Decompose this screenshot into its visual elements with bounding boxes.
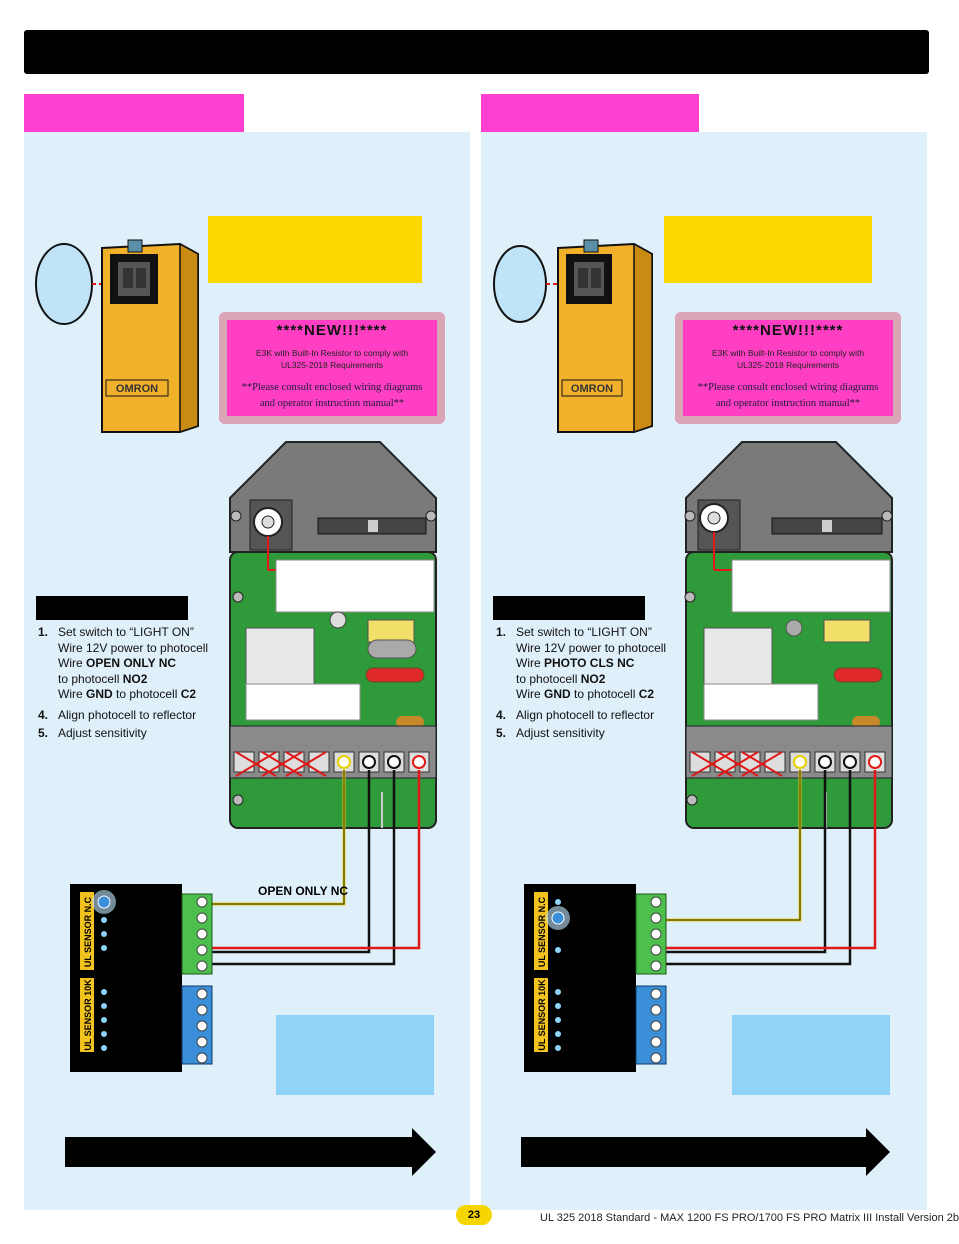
left-next-arrow (65, 1137, 420, 1167)
right-sensor-label-10k: UL SENSOR 10K (537, 979, 547, 1051)
step-text: Set switch to “LIGHT ON” (58, 625, 194, 639)
right-new-sensor-card: ****NEW!!!**** E3K with Built-In Resisto… (675, 312, 901, 424)
page-header-bar (24, 30, 929, 74)
step-text: Wire OPEN ONLY NC (58, 656, 177, 670)
left-wiring (208, 770, 421, 966)
page-footer: UL 325 2018 Standard - MAX 1200 FS PRO/1… (540, 1212, 959, 1224)
right-info-box (732, 1015, 890, 1095)
board-callout-box (275, 559, 435, 613)
card-title: ****NEW!!!**** (276, 322, 388, 339)
step-number: 4. (496, 707, 507, 722)
card-note-2: and operator instruction manual** (715, 398, 861, 409)
card-note-1: **Please consult enclosed wiring diagram… (241, 382, 423, 393)
right-sensor-label-nc: UL SENSOR N.C (537, 896, 547, 968)
step-text: Wire GND to photocell C2 (516, 687, 655, 701)
wire-label-open-only-nc: OPEN ONLY NC (258, 884, 349, 898)
step-text: Wire 12V power to photocell (58, 640, 209, 655)
left-arrow-head-icon (412, 1128, 436, 1176)
right-next-arrow (521, 1137, 871, 1167)
step-text: to photocell NO2 (516, 671, 606, 686)
left-panel-tab (24, 94, 244, 132)
right-photocell-illustration: OMRON (493, 239, 653, 434)
step-text: to photocell NO2 (58, 671, 148, 686)
board-callout-box (731, 559, 891, 613)
terminal-block (233, 751, 430, 773)
right-steps-header (493, 596, 645, 620)
card-line-2: UL325-2018 Requirements (736, 360, 840, 370)
step-text: Adjust sensitivity (58, 726, 147, 740)
step-text: Wire PHOTO CLS NC (516, 656, 635, 670)
left-sensor-label-nc: UL SENSOR N.C (83, 896, 93, 968)
card-line-2: UL325-2018 Requirements (280, 360, 384, 370)
card-line-1: E3K with Built-In Resistor to comply wit… (255, 348, 409, 358)
step-text: Wire 12V power to photocell (516, 640, 667, 655)
left-sensor-label-10k: UL SENSOR 10K (83, 979, 93, 1051)
left-steps-header (36, 596, 188, 620)
photocell-brand-text: OMRON (571, 383, 613, 395)
card-note-1: **Please consult enclosed wiring diagram… (697, 382, 879, 393)
right-steps-list: 1. Set switch to “LIGHT ON” Wire 12V powe… (496, 625, 696, 742)
step-number: 5. (38, 726, 49, 740)
left-control-board (229, 441, 437, 829)
step-text: Align photocell to reflector (516, 707, 655, 722)
right-panel-tab (481, 94, 699, 132)
step-number: 1. (496, 625, 507, 639)
right-arrow-head-icon (866, 1128, 890, 1176)
step-text: Set switch to “LIGHT ON” (516, 625, 652, 639)
left-sensor-module (70, 884, 213, 1072)
left-highlight-box (208, 216, 422, 283)
left-photocell-illustration: OMRON (35, 239, 199, 434)
step-text: Align photocell to reflector (58, 707, 197, 722)
reflector-icon (493, 245, 547, 323)
step-number: 1. (38, 625, 49, 639)
left-new-sensor-card: ****NEW!!!**** E3K with Built-In Resisto… (219, 312, 445, 424)
step-text: Adjust sensitivity (516, 726, 605, 740)
right-wiring (664, 770, 877, 966)
step-text: Wire GND to photocell C2 (58, 687, 197, 701)
left-info-box (276, 1015, 434, 1095)
left-steps-list: 1. Set switch to “LIGHT ON” Wire 12V powe… (38, 625, 238, 742)
photocell-brand-text: OMRON (116, 383, 158, 395)
step-number: 5. (496, 726, 507, 740)
right-sensor-module (524, 884, 667, 1072)
card-title: ****NEW!!!**** (732, 322, 844, 339)
step-number: 4. (38, 707, 49, 722)
reflector-icon (35, 243, 93, 325)
right-highlight-box (664, 216, 872, 283)
page-number-badge: 23 (456, 1205, 492, 1225)
card-line-1: E3K with Built-In Resistor to comply wit… (711, 348, 865, 358)
card-note-2: and operator instruction manual** (259, 398, 405, 409)
